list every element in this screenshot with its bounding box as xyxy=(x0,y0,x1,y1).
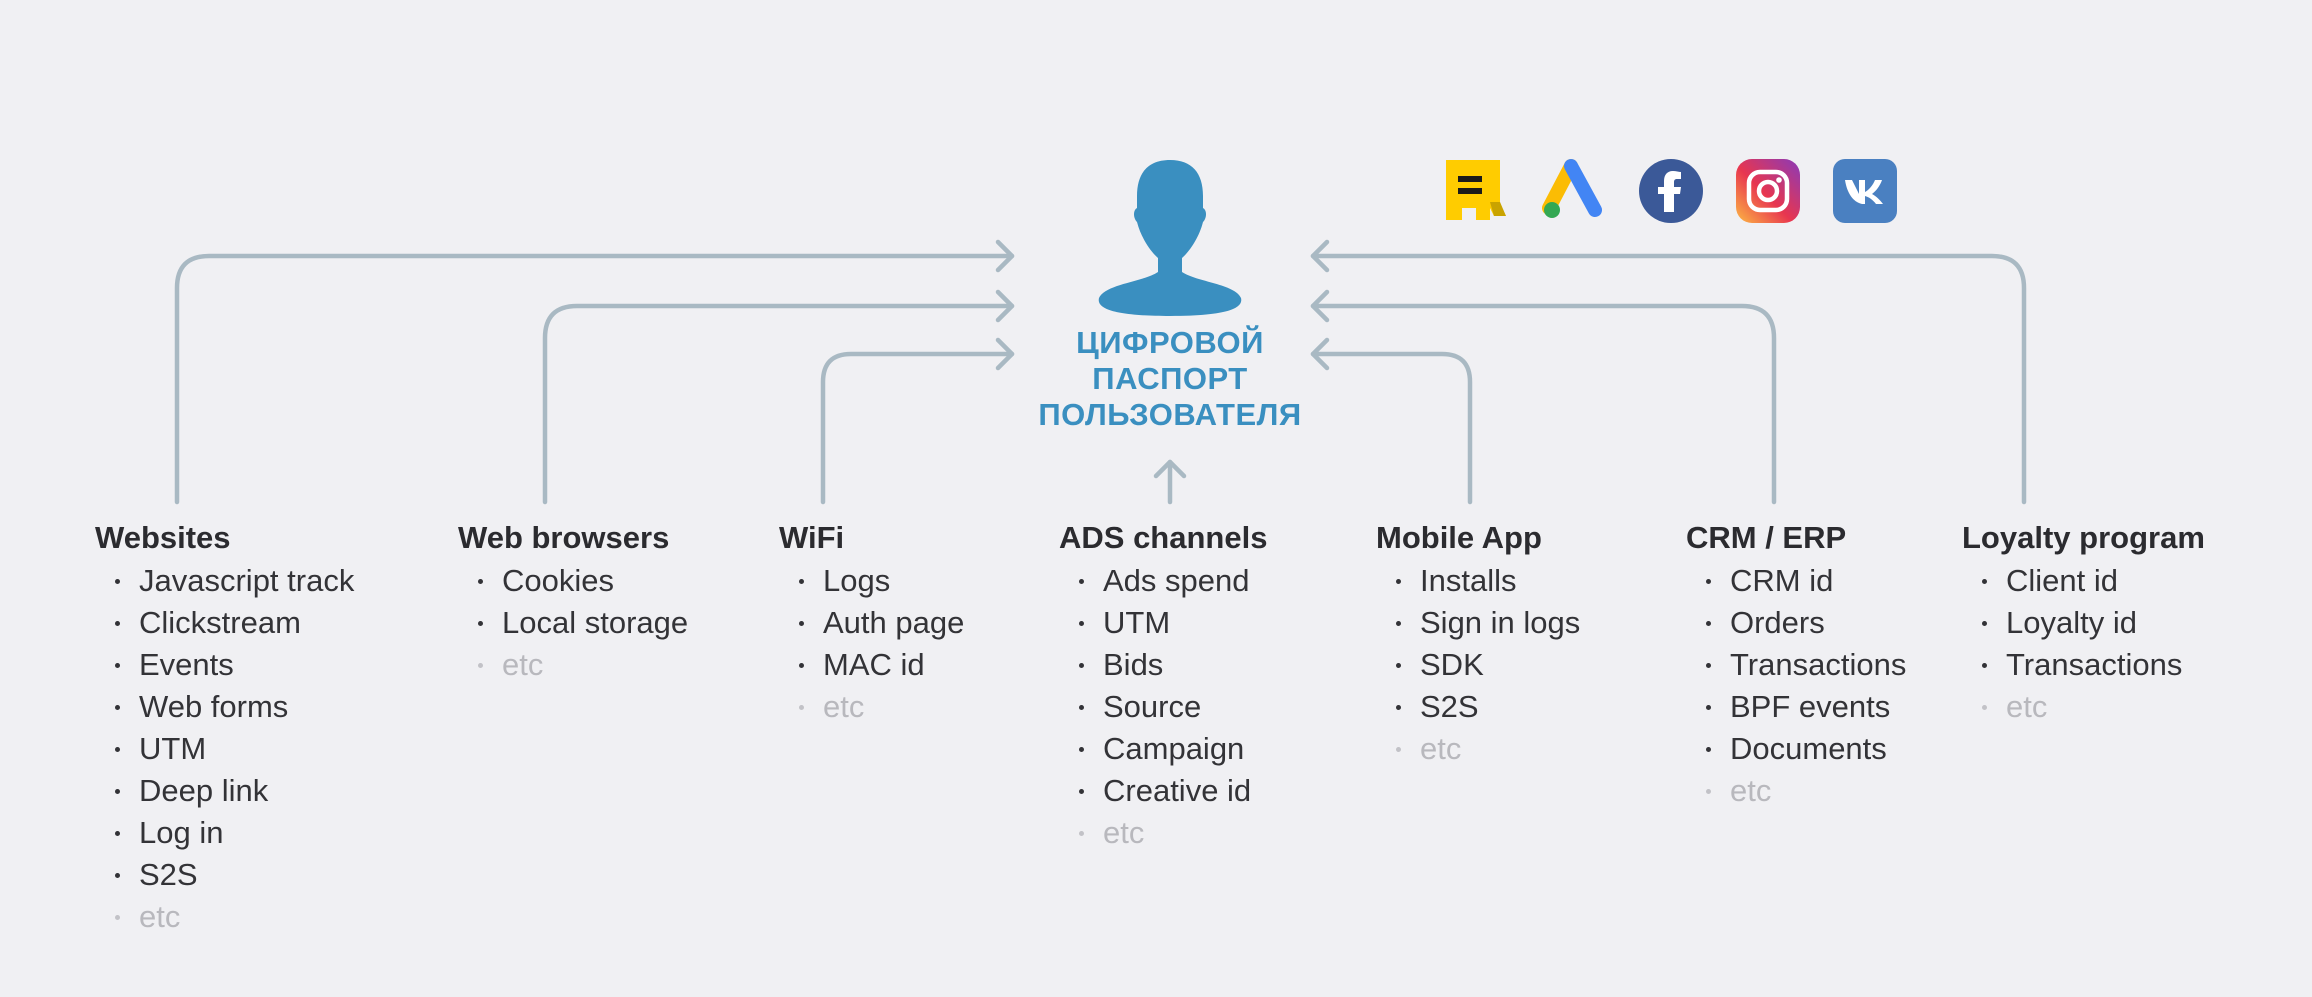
wifi-connector xyxy=(820,351,1015,505)
title-line-3: ПОЛЬЗОВАТЕЛЯ xyxy=(1038,397,1302,432)
arrowhead-left-2 xyxy=(1310,289,1330,323)
vk-icon xyxy=(1833,159,1897,223)
list-item: UTM xyxy=(95,728,354,770)
column-items: Logs Auth page MAC id etc xyxy=(779,560,964,728)
column-heading: CRM / ERP xyxy=(1686,520,1847,555)
title-line-2: ПАСПОРТ xyxy=(1092,361,1248,396)
column-items: Javascript track Clickstream Events Web … xyxy=(95,560,354,938)
list-item: Orders xyxy=(1686,602,1906,644)
column-websites: Websites Javascript track Clickstream Ev… xyxy=(95,520,354,938)
google-ads-icon xyxy=(1542,159,1602,218)
facebook-icon xyxy=(1639,159,1703,223)
user-avatar-icon xyxy=(1098,160,1242,316)
list-item-muted: etc xyxy=(779,686,964,728)
title-line-1: ЦИФРОВОЙ xyxy=(1076,325,1264,360)
column-heading: Loyalty program xyxy=(1962,520,2205,555)
column-items: Installs Sign in logs SDK S2S etc xyxy=(1376,560,1580,770)
column-heading: Web browsers xyxy=(458,520,670,555)
list-item: MAC id xyxy=(779,644,964,686)
mobile-app-connector xyxy=(1310,351,1473,505)
arrowhead-right-2 xyxy=(995,289,1015,323)
column-web-browsers: Web browsers Cookies Local storage etc xyxy=(458,520,688,686)
column-heading: WiFi xyxy=(779,520,845,555)
web-browsers-connector xyxy=(542,303,1015,505)
list-item-muted: etc xyxy=(1962,686,2205,728)
column-items: Ads spend UTM Bids Source Campaign Creat… xyxy=(1059,560,1267,854)
arrowhead-right-3 xyxy=(995,337,1015,371)
list-item-muted: etc xyxy=(1059,812,1267,854)
arrowhead-left-3 xyxy=(1310,337,1330,371)
list-item: Creative id xyxy=(1059,770,1267,812)
list-item: CRM id xyxy=(1686,560,1906,602)
loyalty-program-connector xyxy=(1310,253,2027,505)
column-heading: ADS channels xyxy=(1059,520,1268,555)
column-items: Client id Loyalty id Transactions etc xyxy=(1962,560,2205,728)
list-item: Javascript track xyxy=(95,560,354,602)
crm-erp-connector xyxy=(1310,303,1777,505)
list-item: Campaign xyxy=(1059,728,1267,770)
list-item: Auth page xyxy=(779,602,964,644)
list-item: Bids xyxy=(1059,644,1267,686)
list-item: Logs xyxy=(779,560,964,602)
instagram-icon xyxy=(1736,159,1800,223)
list-item: Client id xyxy=(1962,560,2205,602)
list-item-muted: etc xyxy=(1376,728,1580,770)
list-item: Documents xyxy=(1686,728,1906,770)
list-item: Events xyxy=(95,644,354,686)
list-item: Clickstream xyxy=(95,602,354,644)
list-item: Ads spend xyxy=(1059,560,1267,602)
list-item: Installs xyxy=(1376,560,1580,602)
arrowhead-right-1 xyxy=(995,239,1015,273)
list-item: Transactions xyxy=(1686,644,1906,686)
column-loyalty-program: Loyalty program Client id Loyalty id Tra… xyxy=(1962,520,2205,728)
column-crm-erp: CRM / ERP CRM id Orders Transactions BPF… xyxy=(1686,520,1906,812)
digital-passport-title: ЦИФРОВОЙ ПАСПОРТ ПОЛЬЗОВАТЕЛЯ xyxy=(1000,325,1340,433)
list-item: S2S xyxy=(95,854,354,896)
list-item-muted: etc xyxy=(1686,770,1906,812)
list-item: Log in xyxy=(95,812,354,854)
websites-connector xyxy=(174,253,1015,505)
arrowhead-left-1 xyxy=(1310,239,1330,273)
list-item: SDK xyxy=(1376,644,1580,686)
list-item: Cookies xyxy=(458,560,688,602)
column-items: CRM id Orders Transactions BPF events Do… xyxy=(1686,560,1906,812)
yandex-direct-icon xyxy=(1446,160,1506,220)
column-heading: Websites xyxy=(95,520,231,555)
column-heading: Mobile App xyxy=(1376,520,1542,555)
list-item: Source xyxy=(1059,686,1267,728)
column-mobile-app: Mobile App Installs Sign in logs SDK S2S… xyxy=(1376,520,1580,770)
column-ads-channels: ADS channels Ads spend UTM Bids Source C… xyxy=(1059,520,1267,854)
column-wifi: WiFi Logs Auth page MAC id etc xyxy=(779,520,964,728)
list-item: UTM xyxy=(1059,602,1267,644)
list-item: Deep link xyxy=(95,770,354,812)
arrowhead-up xyxy=(1153,459,1187,479)
list-item: Transactions xyxy=(1962,644,2205,686)
column-items: Cookies Local storage etc xyxy=(458,560,688,686)
list-item: BPF events xyxy=(1686,686,1906,728)
list-item: Local storage xyxy=(458,602,688,644)
list-item: Web forms xyxy=(95,686,354,728)
list-item: S2S xyxy=(1376,686,1580,728)
list-item-muted: etc xyxy=(458,644,688,686)
list-item: Sign in logs xyxy=(1376,602,1580,644)
list-item: Loyalty id xyxy=(1962,602,2205,644)
list-item-muted: etc xyxy=(95,896,354,938)
